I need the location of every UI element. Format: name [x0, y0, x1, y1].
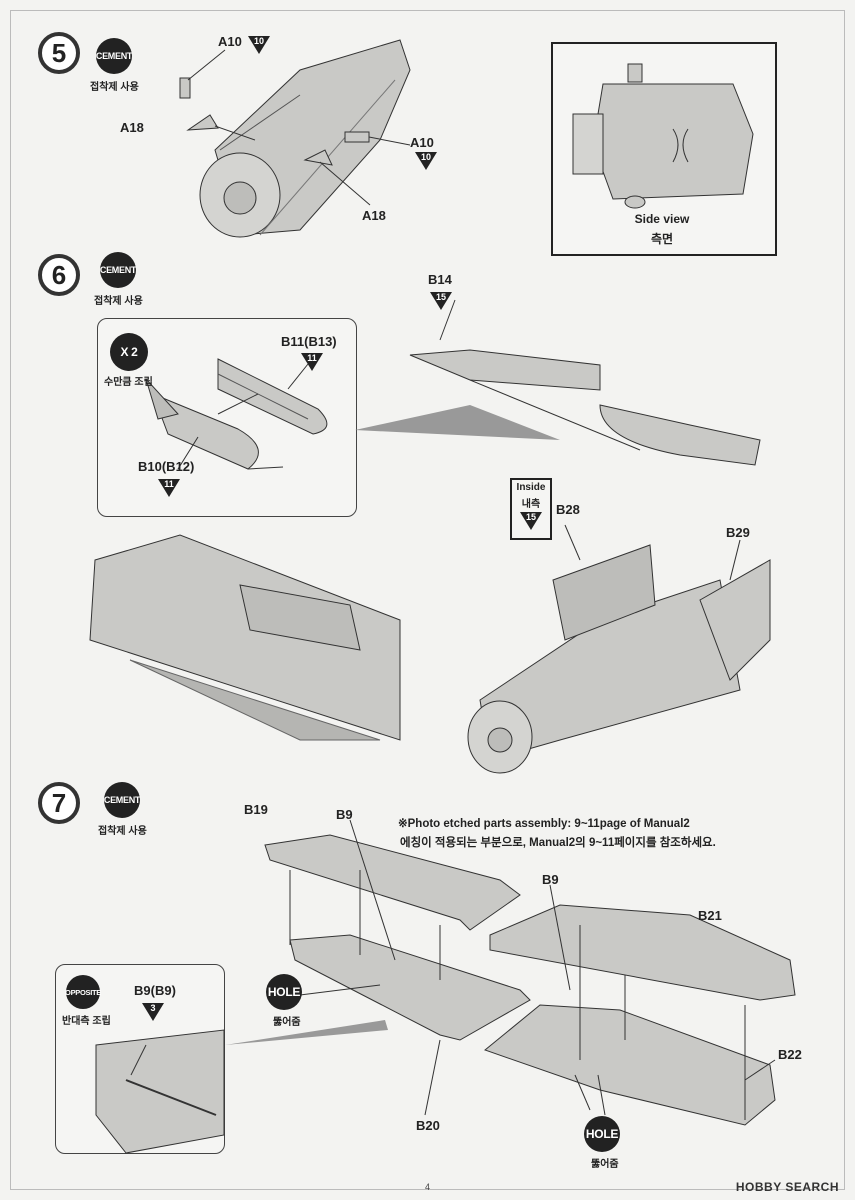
- hole-icon: HOLE: [266, 974, 302, 1010]
- inside-label: Inside: [516, 482, 546, 493]
- label-b20: B20: [416, 1118, 440, 1133]
- b9b9-step-num: 3: [150, 1003, 156, 1013]
- label-b9-b: B9: [542, 872, 559, 887]
- hole-icon: HOLE: [584, 1116, 620, 1152]
- step-6-number: 6: [38, 254, 80, 296]
- opposite-icon: OPPOSITE: [65, 975, 101, 1009]
- a10-right-step-num: 10: [420, 152, 431, 162]
- label-b28: B28: [556, 502, 580, 517]
- label-b10: B10(B12): [138, 459, 195, 474]
- triangle-icon: [301, 353, 323, 371]
- side-view-label-ko: 측면: [650, 232, 674, 246]
- side-view-drawing: [572, 63, 754, 209]
- label-a18-left: A18: [120, 120, 144, 135]
- bomb-drawing: [145, 358, 328, 470]
- hole-label: 뚫어줌: [591, 1159, 619, 1170]
- inside-step-num: 15: [525, 512, 536, 522]
- label-b21: B21: [698, 908, 722, 923]
- opposite-label: 반대측 조립: [62, 1016, 111, 1027]
- label-b22: B22: [778, 1047, 802, 1062]
- cement-label: 접착제 사용: [90, 82, 139, 93]
- side-view-box: Side view 측면: [551, 42, 777, 256]
- part-a18-bottom: [303, 149, 333, 166]
- opposite-part-drawing: [95, 1029, 225, 1154]
- triangle-icon: [142, 1003, 164, 1021]
- triangle-icon: [520, 512, 542, 530]
- label-a18-bottom: A18: [362, 208, 386, 223]
- b11-step-num: 11: [307, 353, 317, 363]
- page-frame: [10, 10, 845, 1190]
- opposite-side-inset: OPPOSITE 반대측 조립 B9(B9) 3: [55, 964, 225, 1154]
- triangle-icon: [415, 152, 437, 170]
- page-number: 4: [424, 1182, 430, 1192]
- triangle-icon: [158, 479, 180, 497]
- x2-icon: X 2: [110, 333, 148, 371]
- x2-label: 수만큼 조립: [104, 377, 153, 388]
- label-b14: B14: [428, 272, 452, 287]
- cement-label: 접착제 사용: [94, 296, 143, 307]
- hole-label: 뚫어줌: [273, 1017, 301, 1028]
- inside-box: Inside 내측 15: [510, 478, 552, 540]
- b10-step-num: 11: [164, 479, 174, 489]
- inside-label-ko: 내측: [521, 499, 541, 510]
- label-b19: B19: [244, 802, 268, 817]
- cement-icon: CEMENT: [96, 38, 132, 74]
- label-b9-a: B9: [336, 807, 353, 822]
- cement-label: 접착제 사용: [98, 826, 147, 837]
- label-a10-top: A10: [218, 34, 242, 49]
- step-5-number: 5: [38, 32, 80, 74]
- b14-step-num: 15: [435, 292, 446, 302]
- step-5-fuselage-drawing: [179, 39, 411, 238]
- triangle-icon: [248, 36, 270, 54]
- side-view-label: Side view: [634, 212, 690, 226]
- cement-icon: CEMENT: [100, 252, 136, 288]
- part-a10-top: [179, 77, 191, 99]
- bomb-assembly-inset: X 2 수만큼 조립 B11(B13) 11 B10(B12) 11: [97, 318, 357, 517]
- step-7-number: 7: [38, 782, 80, 824]
- photo-etch-note-ko: 에칭이 적용되는 부분으로, Manual2의 9~11페이지를 참조하세요.: [400, 837, 716, 849]
- label-b9b9: B9(B9): [134, 983, 176, 998]
- label-b29: B29: [726, 525, 750, 540]
- watermark: HOBBY SEARCH: [735, 1180, 839, 1194]
- a10-top-step-num: 10: [253, 36, 264, 46]
- label-b11: B11(B13): [281, 334, 337, 349]
- triangle-icon: [430, 292, 452, 310]
- part-a18-left: [186, 114, 219, 131]
- label-a10-right: A10: [410, 135, 434, 150]
- cement-icon: CEMENT: [104, 782, 140, 818]
- photo-etch-note: ※Photo etched parts assembly: 9~11page o…: [398, 818, 690, 830]
